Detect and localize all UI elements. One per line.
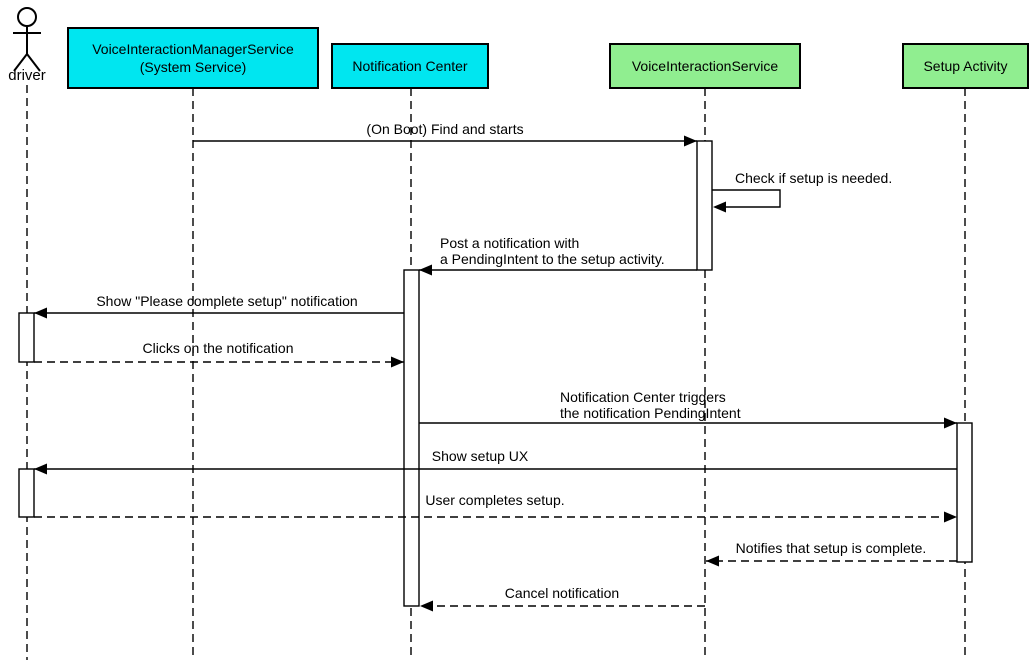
participant-setup-activity: Setup Activity	[902, 43, 1029, 89]
message-show-setup-ux-arrowhead-icon	[34, 463, 47, 475]
participant-label-driver: driver	[8, 67, 46, 84]
message-clicks-on-the-notification-arrowhead-icon	[391, 356, 404, 368]
message-on-boot-find-and-starts-label: (On Boot) Find and starts	[366, 121, 523, 137]
message-notification-center-triggers-pendingintent-label: Notification Center triggers	[560, 389, 726, 405]
message-cancel-notification-label: Cancel notification	[505, 585, 619, 601]
activation-notification-center	[403, 269, 420, 607]
message-post-a-notification-arrowhead-icon	[419, 264, 432, 276]
message-show-please-complete-setup-notification: Show "Please complete setup" notificatio…	[34, 293, 404, 319]
message-show-setup-ux: Show setup UX	[34, 448, 957, 475]
participant-box-voice-interaction-service	[609, 43, 801, 89]
participant-label-voice-interaction-manager-service: (System Service)	[140, 59, 247, 75]
activation-voice-interaction-service	[696, 140, 713, 271]
message-check-if-setup-is-needed-arrowhead-icon	[713, 201, 726, 213]
participant-label-notification-center: Notification Center	[352, 58, 468, 74]
activation-setup-activity	[956, 422, 973, 563]
message-user-completes-setup: User completes setup.	[34, 492, 957, 523]
message-cancel-notification-arrowhead-icon	[420, 600, 433, 612]
message-user-completes-setup-arrowhead-icon	[944, 511, 957, 523]
message-check-if-setup-is-needed: Check if setup is needed.	[712, 170, 892, 213]
actor-figure-icon	[13, 7, 41, 72]
participant-driver: driver	[8, 7, 46, 84]
message-check-if-setup-is-needed-label: Check if setup is needed.	[735, 170, 892, 186]
participant-box-voice-interaction-manager-service	[67, 27, 319, 89]
participant-notification-center: Notification Center	[331, 43, 489, 89]
participant-label-voice-interaction-manager-service: VoiceInteractionManagerService	[92, 41, 294, 57]
message-post-a-notification-label: a PendingIntent to the setup activity.	[440, 251, 665, 267]
message-notifies-that-setup-is-complete: Notifies that setup is complete.	[706, 540, 957, 567]
message-notifies-that-setup-is-complete-label: Notifies that setup is complete.	[736, 540, 927, 556]
message-on-boot-find-and-starts: (On Boot) Find and starts	[193, 121, 697, 147]
participant-label-voice-interaction-service: VoiceInteractionService	[632, 58, 779, 74]
message-notification-center-triggers-pendingintent-arrowhead-icon	[944, 417, 957, 429]
message-clicks-on-the-notification-label: Clicks on the notification	[143, 340, 294, 356]
participant-box-notification-center	[331, 43, 489, 89]
participant-voice-interaction-service: VoiceInteractionService	[609, 43, 801, 89]
message-post-a-notification-label: Post a notification with	[440, 235, 579, 251]
message-notification-center-triggers-pendingintent-label: the notification PendingIntent	[560, 405, 741, 421]
participant-voice-interaction-manager-service: VoiceInteractionManagerService (System Se…	[67, 27, 319, 89]
message-user-completes-setup-label: User completes setup.	[425, 492, 564, 508]
message-clicks-on-the-notification: Clicks on the notification	[34, 340, 404, 368]
activation-driver-1	[18, 312, 35, 363]
message-show-please-complete-setup-notification-arrowhead-icon	[34, 307, 47, 319]
participant-box-setup-activity	[902, 43, 1029, 89]
message-notifies-that-setup-is-complete-arrowhead-icon	[706, 555, 719, 567]
participant-label-setup-activity: Setup Activity	[923, 58, 1007, 74]
message-cancel-notification: Cancel notification	[420, 585, 705, 612]
message-on-boot-find-and-starts-arrowhead-icon	[684, 135, 697, 147]
activation-driver-2	[18, 468, 35, 518]
message-show-setup-ux-label: Show setup UX	[432, 448, 529, 464]
message-check-if-setup-is-needed-line	[712, 189, 781, 208]
message-show-please-complete-setup-notification-label: Show "Please complete setup" notificatio…	[96, 293, 357, 309]
